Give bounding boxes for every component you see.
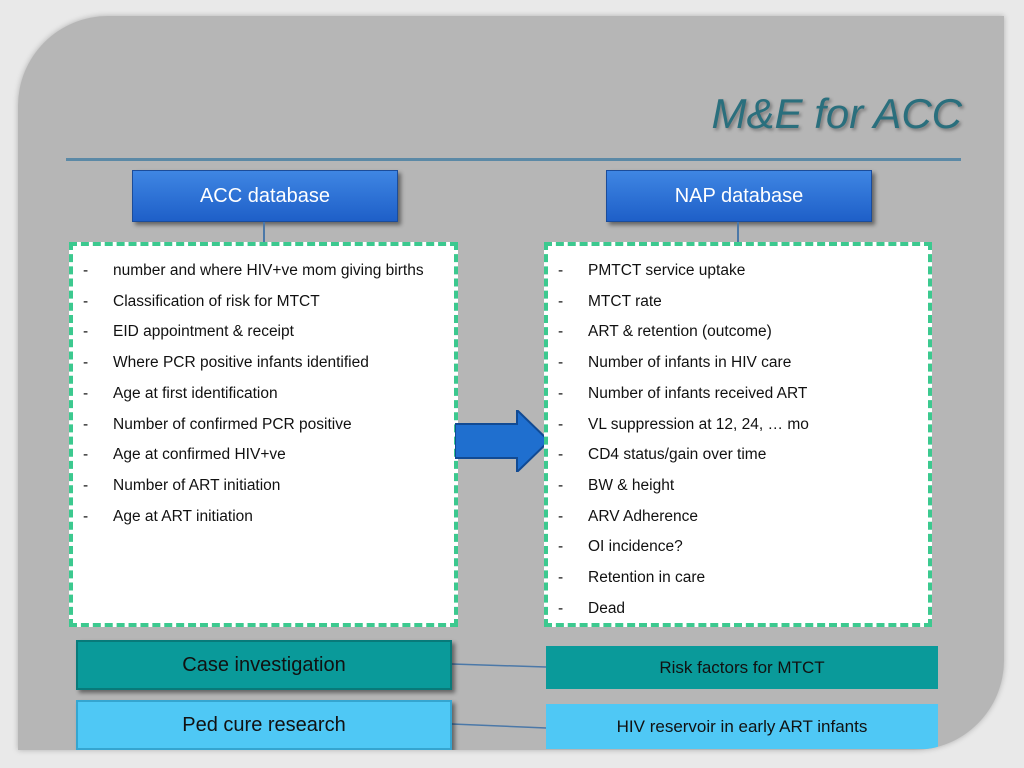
- acc-list-item-text: Age at confirmed HIV+ve: [113, 446, 286, 464]
- bullet-dash: -: [558, 538, 564, 556]
- bullet-dash: -: [558, 569, 564, 587]
- nap-list-item-text: Number of infants in HIV care: [588, 354, 792, 372]
- nap-list-item: - VL suppression at 12, 24, … mo: [558, 410, 918, 441]
- nap-list-item: - Retention in care: [558, 563, 918, 594]
- acc-list-item-text: EID appointment & receipt: [113, 323, 294, 341]
- acc-connector: [263, 222, 265, 244]
- acc-list-item: - Number of ART initiation: [83, 471, 444, 502]
- nap-list-item: - Number of infants received ART: [558, 379, 918, 410]
- acc-list-item-text: Where PCR positive infants identified: [113, 354, 369, 372]
- bullet-dash: -: [83, 446, 89, 464]
- right-arrow-icon: [455, 410, 551, 472]
- bullet-dash: -: [558, 262, 564, 279]
- nap-list-item-text: ART & retention (outcome): [588, 323, 772, 341]
- bullet-dash: -: [558, 599, 564, 617]
- bullet-dash: -: [83, 476, 89, 494]
- nap-list-item-text: Dead: [588, 599, 626, 617]
- bullet-dash: -: [83, 262, 89, 279]
- acc-list-item: - Age at ART initiation: [83, 502, 444, 533]
- nap-list-item-text: ARV Adherence: [588, 507, 699, 525]
- bullet-dash: -: [83, 415, 89, 433]
- bullet-dash: -: [83, 354, 89, 372]
- acc-list-item-text: Age at ART initiation: [113, 507, 253, 525]
- acc-list-item-text: Classification of risk for MTCT: [113, 292, 320, 310]
- bullet-dash: -: [83, 507, 89, 525]
- bullet-dash: -: [558, 446, 564, 464]
- bullet-dash: -: [558, 476, 564, 494]
- acc-database-header: ACC database: [132, 170, 398, 222]
- nap-list-item: - MTCT rate: [558, 287, 918, 318]
- acc-list-item-text: Number of confirmed PCR positive: [113, 415, 352, 433]
- acc-list-item: - Age at confirmed HIV+ve: [83, 440, 444, 471]
- bullet-dash: -: [558, 507, 564, 525]
- nap-list-item-text: BW & height: [588, 476, 675, 494]
- slide-title: M&E for ACC: [711, 90, 962, 137]
- bullet-dash: -: [558, 415, 564, 433]
- nap-list-item: - CD4 status/gain over time: [558, 440, 918, 471]
- case-investigation-box: Case investigation: [76, 640, 452, 690]
- bullet-dash: -: [558, 292, 564, 310]
- nap-list-item: - Number of infants in HIV care: [558, 348, 918, 379]
- nap-list-item-text: VL suppression at 12, 24, … mo: [588, 415, 809, 433]
- title-rule: [66, 158, 961, 161]
- acc-list-item: - Where PCR positive infants identified: [83, 348, 444, 379]
- nap-list-box: - PMTCT service uptake - MTCT rate - ART & re…: [544, 242, 932, 627]
- acc-list-item: - Classification of risk for MTCT: [83, 287, 444, 318]
- nap-list-item: - ARV Adherence: [558, 502, 918, 533]
- nap-list-item-text: Number of infants received ART: [588, 384, 808, 402]
- acc-list: - number and where HIV+ve mom giving birt…: [73, 246, 454, 532]
- bullet-dash: -: [83, 323, 89, 341]
- bullet-dash: -: [83, 292, 89, 310]
- nap-list-item: - Dead: [558, 594, 918, 625]
- ped-cure-research-box: Ped cure research: [76, 700, 452, 750]
- nap-list-item: - ART & retention (outcome): [558, 317, 918, 348]
- acc-list-item-text: Number of ART initiation: [113, 476, 281, 494]
- nap-list-item: - OI incidence?: [558, 532, 918, 563]
- slide: M&E for ACC ACC database - number and whe…: [18, 16, 1004, 750]
- bullet-dash: -: [558, 384, 564, 402]
- nap-list-item: - BW & height: [558, 471, 918, 502]
- acc-list-item: - EID appointment & receipt: [83, 317, 444, 348]
- acc-list-item-text: number and where HIV+ve mom giving birth…: [113, 262, 424, 279]
- acc-list-item-text: Age at first identification: [113, 384, 278, 402]
- nap-list-item-text: MTCT rate: [588, 292, 662, 310]
- acc-list-item: - Number of confirmed PCR positive: [83, 410, 444, 441]
- nap-list-item: - PMTCT service uptake: [558, 256, 918, 287]
- acc-list-box: - number and where HIV+ve mom giving birt…: [69, 242, 458, 627]
- hiv-reservoir-box: HIV reservoir in early ART infants: [546, 704, 938, 749]
- acc-list-item: - Age at first identification: [83, 379, 444, 410]
- bullet-dash: -: [83, 384, 89, 402]
- nap-list-item-text: PMTCT service uptake: [588, 262, 746, 279]
- bullet-dash: -: [558, 354, 564, 372]
- risk-factors-box: Risk factors for MTCT: [546, 646, 938, 689]
- acc-list-item: - number and where HIV+ve mom giving birt…: [83, 256, 444, 287]
- nap-connector: [737, 222, 739, 244]
- nap-list-item-text: Retention in care: [588, 569, 706, 587]
- nap-list: - PMTCT service uptake - MTCT rate - ART & re…: [548, 246, 928, 624]
- nap-list-item-text: OI incidence?: [588, 538, 683, 556]
- nap-list-item-text: CD4 status/gain over time: [588, 446, 767, 464]
- nap-database-header: NAP database: [606, 170, 872, 222]
- bullet-dash: -: [558, 323, 564, 341]
